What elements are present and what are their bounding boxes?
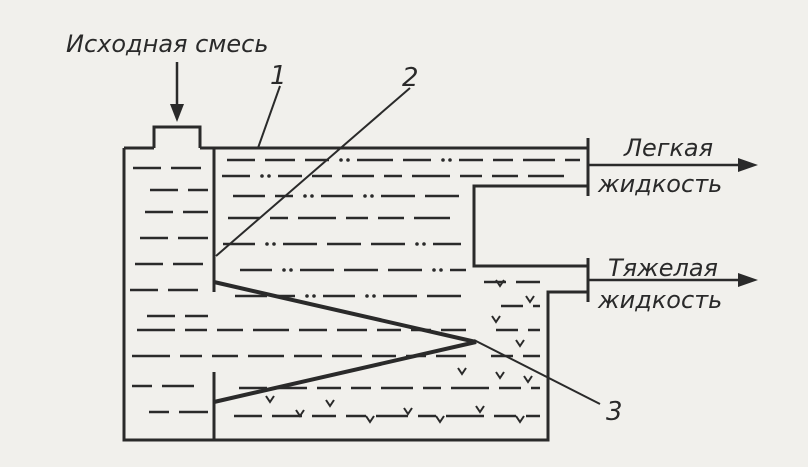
light-liquid-label-line1: Легкая	[623, 134, 713, 162]
vessel-outline	[122, 146, 588, 442]
hatch-dot	[363, 194, 367, 198]
liquid-dots	[260, 158, 452, 298]
liquid-hatching	[130, 158, 580, 418]
hatch-vee	[515, 415, 525, 424]
callout-3: 3	[606, 397, 623, 427]
hatch-dot	[260, 174, 264, 178]
hatch-vee	[325, 399, 335, 408]
callout-2: 2	[402, 63, 419, 93]
hatch-vee	[435, 415, 445, 424]
heavy-liquid-marks	[265, 279, 535, 424]
heavy-liquid-label-line1: Тяжелая	[608, 254, 718, 282]
internal-baffles	[212, 148, 477, 440]
hatch-dot	[415, 242, 419, 246]
hatch-vee	[475, 405, 485, 414]
hatch-dot	[305, 294, 309, 298]
hatch-dot	[312, 294, 316, 298]
hatch-vee	[495, 279, 505, 288]
hatch-dot	[439, 268, 443, 272]
hatch-dot	[370, 194, 374, 198]
hatch-dot	[282, 268, 286, 272]
light-liquid-label-line2: жидкость	[597, 170, 722, 198]
hatch-vee	[403, 407, 413, 416]
callout-1: 1	[270, 61, 287, 91]
hatch-dot	[432, 268, 436, 272]
hatch-dot	[365, 294, 369, 298]
hatch-dot	[339, 158, 343, 162]
hatch-vee	[295, 409, 305, 418]
hatch-dot	[289, 268, 293, 272]
hatch-vee	[523, 375, 533, 384]
hatch-vee	[495, 371, 505, 380]
heavy-liquid-label-line2: жидкость	[597, 286, 722, 314]
hatch-dot	[310, 194, 314, 198]
inlet-nozzle	[152, 125, 202, 148]
hatch-vee	[525, 295, 535, 304]
hatch-vee	[265, 395, 275, 404]
leader-lines	[215, 85, 601, 405]
hatch-vee	[457, 367, 467, 376]
feed-label: Исходная смесь	[66, 30, 269, 58]
hatch-dot	[272, 242, 276, 246]
hatch-dot	[265, 242, 269, 246]
feed-arrow	[170, 62, 184, 122]
hatch-vee	[491, 315, 501, 324]
hatch-dot	[346, 158, 350, 162]
hatch-dot	[267, 174, 271, 178]
hatch-dot	[303, 194, 307, 198]
light-liquid-arrow	[588, 158, 758, 172]
hatch-vee	[365, 415, 375, 424]
hatch-dot	[372, 294, 376, 298]
hatch-dot	[448, 158, 452, 162]
heavy-liquid-arrow	[588, 273, 758, 287]
hatch-dot	[422, 242, 426, 246]
hatch-dot	[441, 158, 445, 162]
hatch-vee	[515, 339, 525, 348]
